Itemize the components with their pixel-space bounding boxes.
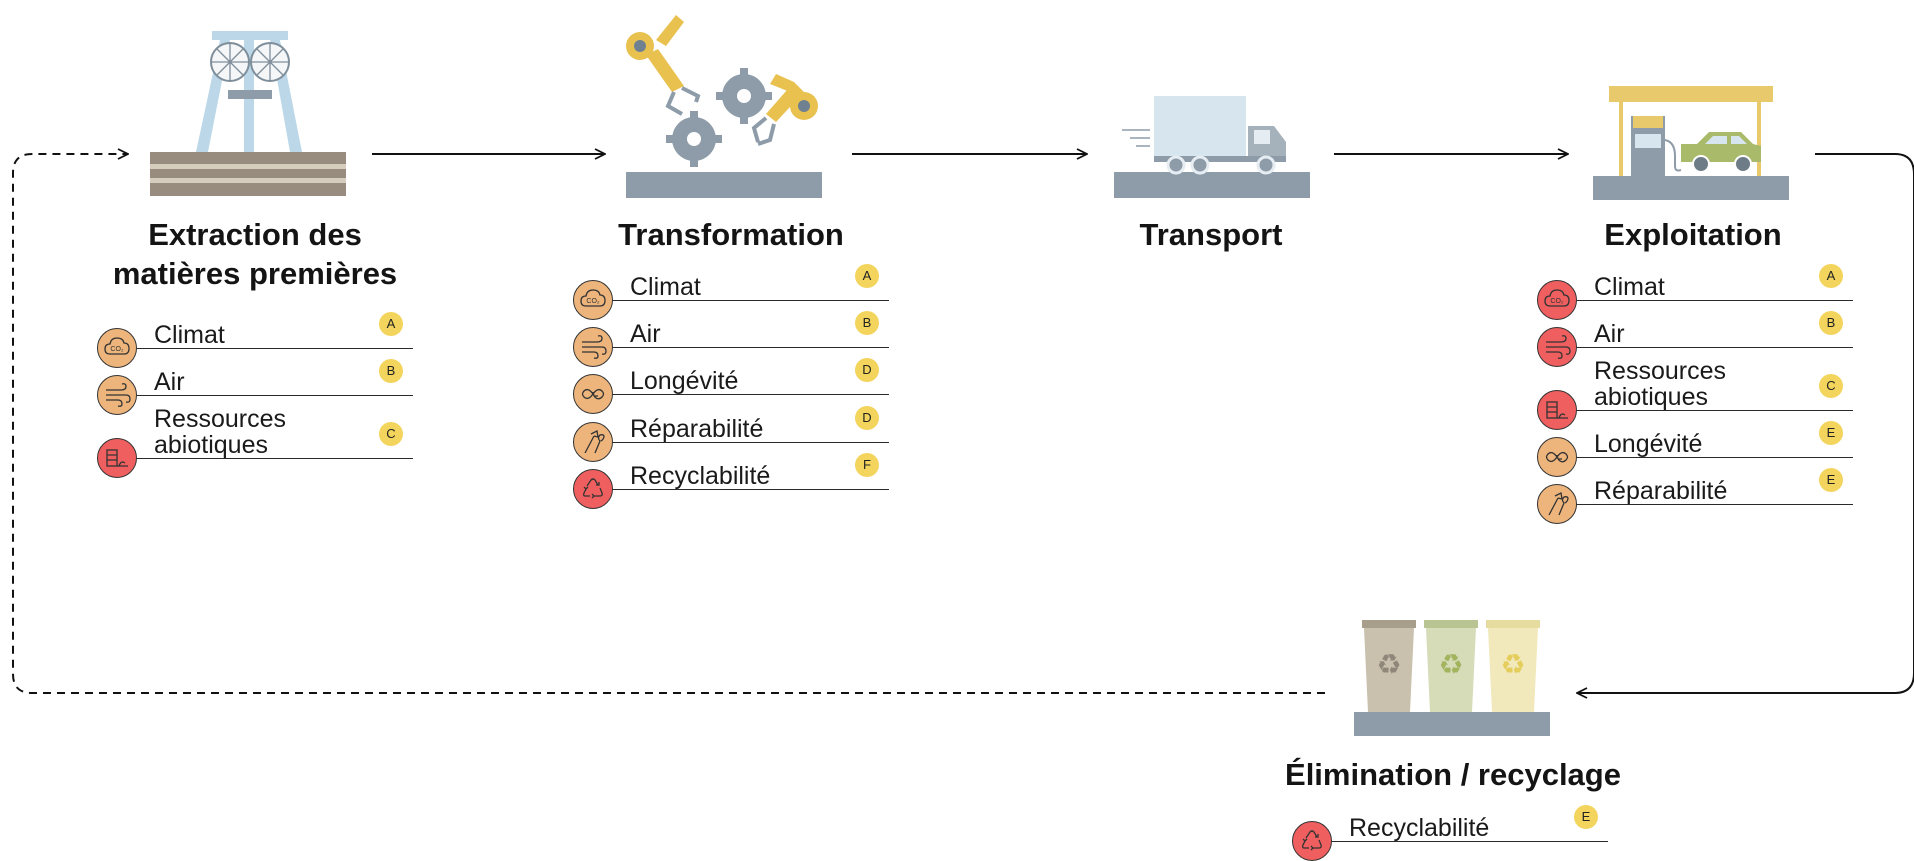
stage-title-line: Transport [1139,217,1283,252]
metric-label-line: Ressources [1594,357,1726,385]
metric-label: Ressources abiotiques [1594,358,1726,410]
stage-elimination: ♻ ♻ ♻ Élimination / recyclage Recyclabil… [1268,600,1638,861]
metric-label: Climat [1594,273,1665,301]
svg-text:♻: ♻ [1500,648,1525,681]
metric-label: Recyclabilité [1349,814,1490,842]
metric-label-line: abiotiques [154,431,268,459]
co2-cloud-icon: CO₂ [1537,280,1577,320]
metric-row-air: Air B [573,309,889,367]
stage-title-line: matières premières [112,256,398,291]
grade-badge: E [1819,468,1843,492]
metric-row-longevite: Longévité D [573,356,889,414]
grade-badge: A [1819,264,1843,288]
tools-icon [1537,484,1577,524]
grade-badge: C [379,422,403,446]
metric-label: Réparabilité [630,415,764,443]
stage-title-extraction: Extraction des matières premières [90,215,420,293]
metric-row-reparabilite: Réparabilité D [573,404,889,462]
metric-list-exploitation: CO₂ Climat A Air B Ressources abiotiques… [1537,262,1853,524]
stage-title-line: Exploitation [1604,217,1782,252]
stage-title-line: Élimination / recyclage [1285,757,1621,792]
stage-transformation: Transformation CO₂ Climat A Air B Longév… [566,0,896,509]
metric-row-climat: CO₂ Climat A [573,262,889,320]
stage-title-exploitation: Exploitation [1528,215,1858,254]
metric-row-ressources-abiotiques: Ressources abiotiques C [1537,354,1853,430]
grade-badge: D [855,406,879,430]
metric-row-ressources-abiotiques: Ressources abiotiques C [97,402,413,478]
grade-badge: E [1574,805,1598,829]
tools-icon [573,422,613,462]
stage-title-transport: Transport [1046,215,1376,254]
wind-icon [97,375,137,415]
wind-icon [573,327,613,367]
svg-text:♻: ♻ [1438,648,1463,681]
stage-transport: Transport [1046,0,1376,300]
metric-label: Ressources abiotiques [154,406,286,458]
metric-label: Air [630,320,661,348]
grade-badge: B [1819,311,1843,335]
grade-badge: E [1819,421,1843,445]
co2-cloud-icon: CO₂ [573,280,613,320]
co2-cloud-icon: CO₂ [97,328,137,368]
stage-title-elimination: Élimination / recyclage [1268,755,1638,794]
metric-row-longevite: Longévité E [1537,419,1853,477]
svg-text:♻: ♻ [1376,648,1401,681]
metric-label-line: Ressources [154,405,286,433]
grade-badge: B [855,311,879,335]
metric-row-air: Air B [1537,309,1853,367]
metric-list-elimination: Recyclabilité E [1292,803,1608,861]
grade-badge: B [379,359,403,383]
svg-text:CO₂: CO₂ [110,346,124,353]
grade-badge: F [855,453,879,477]
arrow-recycle-loop-dashed [12,154,1325,694]
infinity-arrow-icon [1537,437,1577,477]
svg-text:CO₂: CO₂ [1550,298,1564,305]
stage-title-transformation: Transformation [566,215,896,254]
arrow-exploitation-to-elimination [1577,153,1914,693]
wind-icon [1537,327,1577,367]
resources-icon [1537,390,1577,430]
resources-icon [97,438,137,478]
recycle-icon [1292,821,1332,861]
metric-list-extraction: CO₂ Climat A Air B Ressources abiotiques… [97,310,413,478]
mine-headframe-icon [150,31,346,196]
recycle-icon [573,469,613,509]
metric-label: Longévité [630,367,739,395]
metric-row-reparabilite: Réparabilité E [1537,466,1853,524]
metric-list-transformation: CO₂ Climat A Air B Longévité D Réparabil… [573,262,889,509]
metric-label: Longévité [1594,430,1703,458]
stage-title-line: Transformation [618,217,844,252]
grade-badge: C [1819,374,1843,398]
metric-label: Air [154,368,185,396]
recycling-bins-icon: ♻ ♻ ♻ [1354,620,1550,736]
grade-badge: D [855,358,879,382]
metric-row-recyclabilite: Recyclabilité E [1292,803,1608,861]
metric-label: Climat [154,321,225,349]
delivery-truck-icon [1114,96,1310,198]
stage-extraction: Extraction des matières premières CO₂ Cl… [90,0,420,500]
metric-label: Air [1594,320,1625,348]
metric-label-line: abiotiques [1594,383,1708,411]
grade-badge: A [855,264,879,288]
stage-title-line: Extraction des [148,217,362,252]
metric-label: Climat [630,273,701,301]
metric-row-climat: CO₂ Climat A [1537,262,1853,320]
infinity-arrow-icon [573,374,613,414]
metric-row-air: Air B [97,357,413,415]
metric-label: Recyclabilité [630,462,771,490]
robot-arms-gears-icon [626,15,822,198]
svg-text:CO₂: CO₂ [586,298,600,305]
grade-badge: A [379,312,403,336]
stage-exploitation: Exploitation CO₂ Climat A Air B Ressourc… [1528,0,1858,524]
metric-label: Réparabilité [1594,477,1728,505]
metric-row-climat: CO₂ Climat A [97,310,413,368]
metric-row-recyclabilite: Recyclabilité F [573,451,889,509]
gas-station-car-icon [1593,86,1789,200]
